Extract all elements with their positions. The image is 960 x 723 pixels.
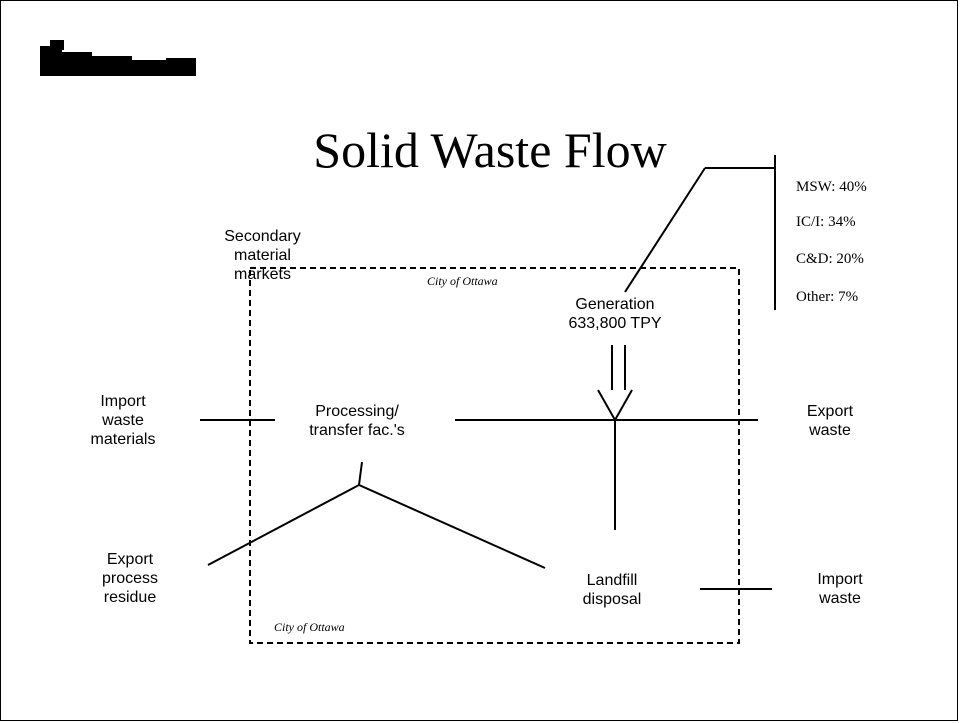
processing-stub-line [358,461,363,486]
export-waste-label: Export waste [806,403,854,439]
page-title: Solid Waste Flow [313,122,667,178]
composition-item: MSW: 40% [796,179,867,195]
import-waste-materials-label: Import waste materials [90,393,156,448]
city-boundary [249,267,740,644]
secondary-markets-label: Secondary material markets [224,228,301,283]
residue-left-line [207,484,360,566]
processing-label: Processing/ transfer fac.'s [309,403,405,439]
city-label-top: City of Ottawa [427,274,498,288]
composition-item: Other: 7% [796,289,859,305]
city-label-bottom: City of Ottawa [274,620,345,634]
import-waste-label: Import waste [817,571,863,607]
logo [40,40,196,76]
export-process-residue-label: Export process residue [101,551,159,606]
composition-item: C&D: 20% [796,251,864,267]
generation-callout-line [624,167,706,293]
landfill-label: Landfill disposal [582,572,642,608]
composition-item: IC/I: 34% [796,214,856,230]
residue-right-line [358,484,546,569]
generation-arrow-head [597,389,633,423]
generation-label: Generation 633,800 TPY [568,296,662,332]
